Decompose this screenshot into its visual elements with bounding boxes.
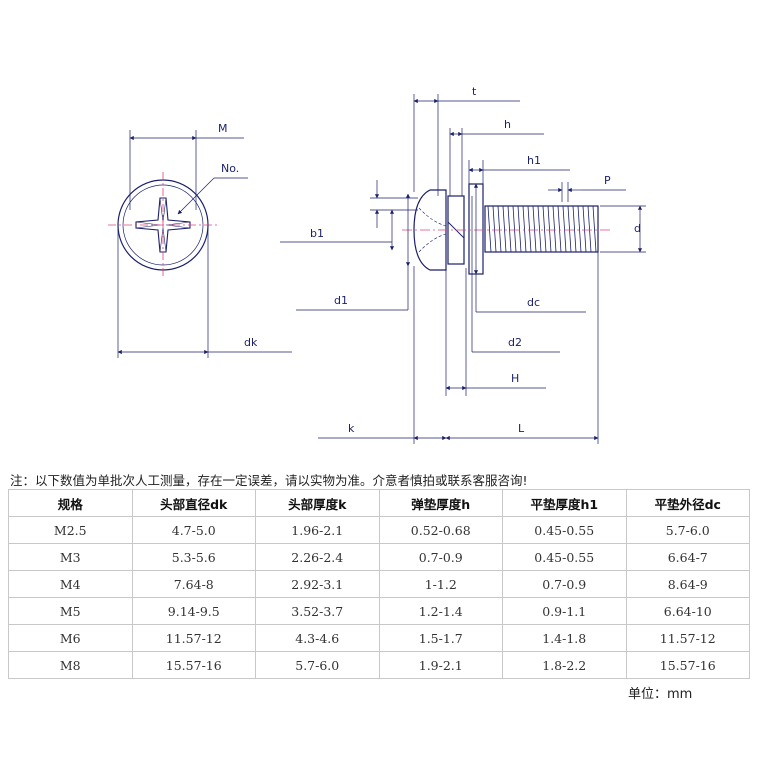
table-cell: M6 <box>8 624 133 652</box>
table-row: M8 15.57-16 5.7-6.0 1.9-2.1 1.8-2.2 15.5… <box>8 651 750 679</box>
label-t: t <box>472 85 477 98</box>
table-cell: 11.57-12 <box>625 624 750 652</box>
table-cell: 0.52-0.68 <box>378 516 503 544</box>
table-cell: 0.9-1.1 <box>502 597 627 625</box>
table-cell: 7.64-8 <box>131 570 256 598</box>
table-cell: 5.7-6.0 <box>255 651 380 679</box>
table-cell: 0.7-0.9 <box>378 543 503 571</box>
label-d: d <box>634 222 641 235</box>
thread-line <box>592 205 597 253</box>
side-view-dimensions <box>280 94 646 444</box>
table-cell: M3 <box>8 543 133 571</box>
thread-line <box>517 205 522 253</box>
thread-line <box>547 205 552 253</box>
thread-line <box>587 205 592 253</box>
thread-line <box>537 205 542 253</box>
label-d2: d2 <box>508 336 522 349</box>
thread-line <box>487 205 492 253</box>
table-row: M5 9.14-9.5 3.52-3.7 1.2-1.4 0.9-1.1 6.6… <box>8 597 750 625</box>
thread-line <box>567 205 572 253</box>
table-row: M6 11.57-12 4.3-4.6 1.5-1.7 1.4-1.8 11.5… <box>8 624 750 652</box>
thread-line <box>502 205 507 253</box>
table-cell: 1-1.2 <box>378 570 503 598</box>
table-cell: 6.64-10 <box>625 597 750 625</box>
table-cell: 1.2-1.4 <box>378 597 503 625</box>
col-header-flat-washer-thickness: 平垫厚度h1 <box>502 489 627 517</box>
table-cell: 2.26-2.4 <box>255 543 380 571</box>
label-k: k <box>348 422 355 435</box>
thread-lines <box>487 205 597 253</box>
col-header-head-diameter: 头部直径dk <box>131 489 256 517</box>
label-d1: d1 <box>334 294 348 307</box>
label-dc: dc <box>527 296 540 309</box>
label-L: L <box>518 422 525 435</box>
label-h1: h1 <box>527 154 541 167</box>
table-cell: M2.5 <box>8 516 133 544</box>
table-cell: M4 <box>8 570 133 598</box>
col-header-head-thickness: 头部厚度k <box>255 489 380 517</box>
label-h: h <box>504 118 511 131</box>
spec-table-header-row: 规格 头部直径dk 头部厚度k 弹垫厚度h 平垫厚度h1 平垫外径dc <box>8 489 750 517</box>
screw-technical-drawing: M No. dk <box>108 85 646 444</box>
spec-table: 规格 头部直径dk 头部厚度k 弹垫厚度h 平垫厚度h1 平垫外径dc M2.5… <box>8 489 750 679</box>
table-cell: 15.57-16 <box>131 651 256 679</box>
col-header-flat-washer-diameter: 平垫外径dc <box>625 489 750 517</box>
table-cell: 5.3-5.6 <box>131 543 256 571</box>
col-header-spring-washer-thickness: 弹垫厚度h <box>378 489 503 517</box>
table-row: M3 5.3-5.6 2.26-2.4 0.7-0.9 0.45-0.55 6.… <box>8 543 750 571</box>
thread-line <box>527 205 532 253</box>
thread-line <box>562 205 567 253</box>
table-cell: 1.9-2.1 <box>378 651 503 679</box>
table-cell: 8.64-9 <box>625 570 750 598</box>
measurement-note: 注：以下数值为单批次人工测量，存在一定误差，请以实物为准。介意者慎拍或联系客服咨… <box>10 473 528 488</box>
thread-line <box>582 205 587 253</box>
side-view <box>413 183 599 275</box>
thread-line <box>512 205 517 253</box>
label-dk: dk <box>244 336 258 349</box>
thread-line <box>577 205 582 253</box>
table-cell: 15.57-16 <box>625 651 750 679</box>
table-row: M2.5 4.7-5.0 1.96-2.1 0.52-0.68 0.45-0.5… <box>8 516 750 544</box>
label-M: M <box>218 122 228 135</box>
label-P: P <box>604 174 611 187</box>
table-cell: 6.64-7 <box>625 543 750 571</box>
thread-line <box>552 205 557 253</box>
unit-label: 单位：mm <box>628 687 693 702</box>
table-cell: 5.7-6.0 <box>625 516 750 544</box>
front-view-centerlines <box>108 172 218 278</box>
table-cell: M5 <box>8 597 133 625</box>
table-cell: 0.7-0.9 <box>502 570 627 598</box>
table-cell: 4.3-4.6 <box>255 624 380 652</box>
table-cell: 1.4-1.8 <box>502 624 627 652</box>
table-row: M4 7.64-8 2.92-3.1 1-1.2 0.7-0.9 8.64-9 <box>8 570 750 598</box>
table-cell: 9.14-9.5 <box>131 597 256 625</box>
thread-line <box>492 205 497 253</box>
thread-line <box>522 205 527 253</box>
thread-line <box>532 205 537 253</box>
front-view-dimensions <box>117 130 292 358</box>
thread-line <box>542 205 547 253</box>
thread-line <box>507 205 512 253</box>
table-cell: 1.8-2.2 <box>502 651 627 679</box>
thread-line <box>497 205 502 253</box>
label-No: No. <box>221 162 239 175</box>
thread-line <box>572 205 577 253</box>
table-cell: 0.45-0.55 <box>502 516 627 544</box>
table-cell: 11.57-12 <box>131 624 256 652</box>
table-cell: 2.92-3.1 <box>255 570 380 598</box>
table-cell: 1.5-1.7 <box>378 624 503 652</box>
table-cell: 1.96-2.1 <box>255 516 380 544</box>
label-b1: b1 <box>310 227 324 240</box>
table-cell: 0.45-0.55 <box>502 543 627 571</box>
col-header-spec: 规格 <box>8 489 133 517</box>
thread-line <box>557 205 562 253</box>
table-cell: 4.7-5.0 <box>131 516 256 544</box>
table-cell: 3.52-3.7 <box>255 597 380 625</box>
label-H: H <box>511 372 519 385</box>
table-cell: M8 <box>8 651 133 679</box>
